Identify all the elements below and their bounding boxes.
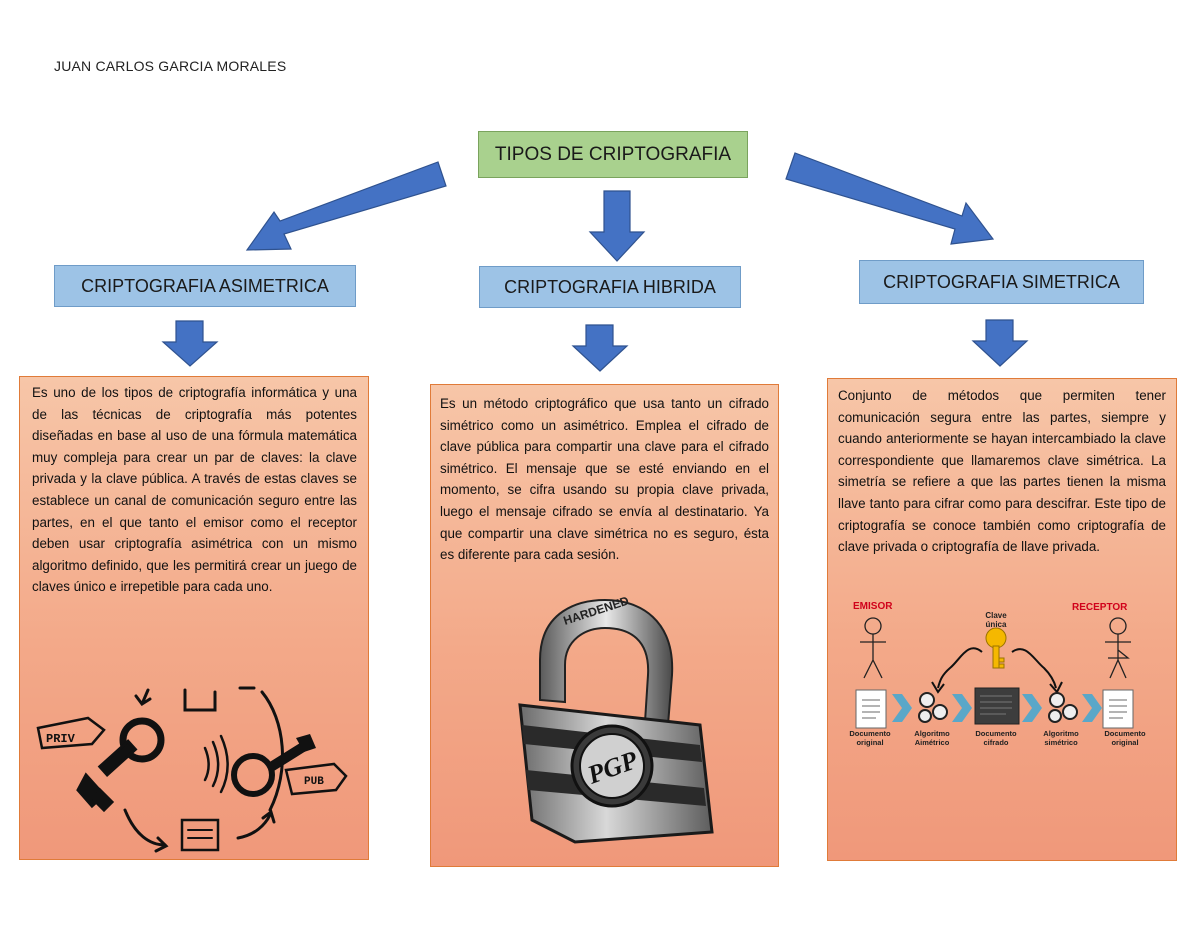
category-simetrica: CRIPTOGRAFIA SIMETRICA — [859, 260, 1144, 304]
arrow-to-simetrica — [785, 152, 995, 245]
card-hibrida-text: Es un método criptográfico que usa tanto… — [440, 396, 769, 563]
category-asimetrica: CRIPTOGRAFIA ASIMETRICA — [54, 265, 356, 307]
card-simetrica-text: Conjunto de métodos que permiten tener c… — [838, 388, 1166, 555]
main-title: TIPOS DE CRIPTOGRAFIA — [478, 131, 748, 178]
category-hibrida: CRIPTOGRAFIA HIBRIDA — [479, 266, 741, 308]
arrow-down-asimetrica — [161, 320, 219, 367]
arrow-down-hibrida — [571, 324, 629, 372]
arrow-down-simetrica — [971, 319, 1029, 367]
arrow-to-hibrida — [588, 190, 646, 262]
arrow-to-asimetrica — [245, 161, 447, 251]
card-asimetrica-text: Es uno de los tipos de criptografía info… — [32, 385, 357, 595]
author-name: JUAN CARLOS GARCIA MORALES — [54, 58, 287, 74]
